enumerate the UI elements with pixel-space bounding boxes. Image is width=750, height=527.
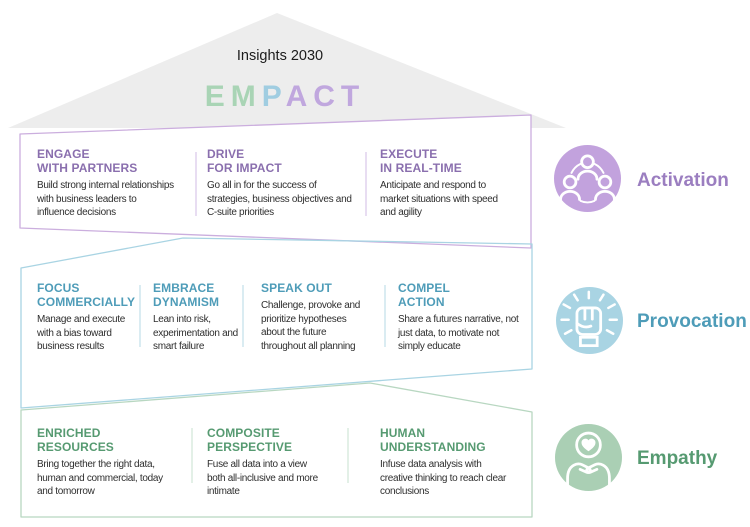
raised-fist-icon	[560, 290, 618, 348]
empathy-band-outline	[20, 382, 533, 518]
roof-triangle	[8, 13, 566, 128]
activation-badge	[554, 145, 621, 212]
column-body: Lean into risk, experimentation and smar…	[153, 314, 238, 352]
empathy-col-human: HUMAN UNDERSTANDING Infuse data analysis…	[380, 426, 528, 499]
column-body: Challenge, provoke and prioritize hypoth…	[261, 300, 361, 352]
column-body: Go all in for the success of strategies,…	[207, 180, 352, 218]
column-heading: ENGAGE WITH PARTNERS	[37, 147, 138, 175]
empathy-badge	[555, 424, 622, 491]
provocation-band-outline	[20, 237, 533, 409]
column-heading: HUMAN UNDERSTANDING	[380, 426, 486, 454]
activation-label: Activation	[637, 170, 729, 191]
provocation-col-focus: FOCUS COMMERCIALLY Manage and execute wi…	[37, 281, 137, 354]
provocation-label: Provocation	[637, 311, 747, 332]
provocation-badge	[556, 287, 623, 354]
brand-letter: P	[261, 80, 286, 113]
hands-heart-icon	[566, 431, 611, 487]
column-heading: FOCUS COMMERCIALLY	[37, 281, 136, 309]
column-heading: ENRICHED RESOURCES	[37, 426, 114, 454]
activation-col-execute: EXECUTE IN REAL-TIME Anticipate and resp…	[380, 147, 528, 220]
column-body: Build strong internal relationships with…	[37, 180, 174, 218]
activation-band-outline	[19, 114, 532, 249]
column-heading: COMPOSITE PERSPECTIVE	[207, 426, 293, 454]
column-heading: COMPEL ACTION	[398, 281, 450, 309]
column-body: Fuse all data into a view both all-inclu…	[207, 459, 318, 497]
column-heading: DRIVE FOR IMPACT	[207, 147, 282, 175]
brand-letter: C	[313, 80, 341, 113]
column-heading: EMBRACE DYNAMISM	[153, 281, 220, 309]
brand-letter: E	[204, 80, 231, 113]
brand-letter: T	[340, 80, 366, 113]
provocation-col-embrace: EMBRACE DYNAMISM Lean into risk, experim…	[153, 281, 241, 354]
provocation-col-compel: COMPEL ACTION Share a futures narrative,…	[398, 281, 530, 354]
column-body: Share a futures narrative, not just data…	[398, 314, 519, 352]
brand-wordmark: EMPACT	[120, 80, 450, 114]
brand-letter: M	[230, 80, 262, 113]
column-heading: EXECUTE IN REAL-TIME	[380, 147, 462, 175]
empathy-col-enriched: ENRICHED RESOURCES Bring together the ri…	[37, 426, 187, 499]
column-body: Anticipate and respond to market situati…	[380, 180, 498, 218]
brand-letter: A	[285, 80, 314, 113]
column-body: Manage and execute with a bias toward bu…	[37, 314, 126, 352]
people-network-icon	[559, 154, 616, 204]
column-body: Bring together the right data, human and…	[37, 459, 163, 497]
empathy-col-composite: COMPOSITE PERSPECTIVE Fuse all data into…	[207, 426, 342, 499]
roof-subtitle: Insights 2030	[236, 48, 324, 64]
activation-col-engage: ENGAGE WITH PARTNERS Build strong intern…	[37, 147, 192, 220]
provocation-col-speak-out: SPEAK OUT Challenge, provoke and priorit…	[261, 281, 379, 353]
activation-col-drive: DRIVE FOR IMPACT Go all in for the succe…	[207, 147, 363, 220]
empathy-label: Empathy	[637, 448, 718, 469]
column-body: Infuse data analysis with creative think…	[380, 459, 507, 497]
column-heading: SPEAK OUT	[261, 281, 332, 295]
